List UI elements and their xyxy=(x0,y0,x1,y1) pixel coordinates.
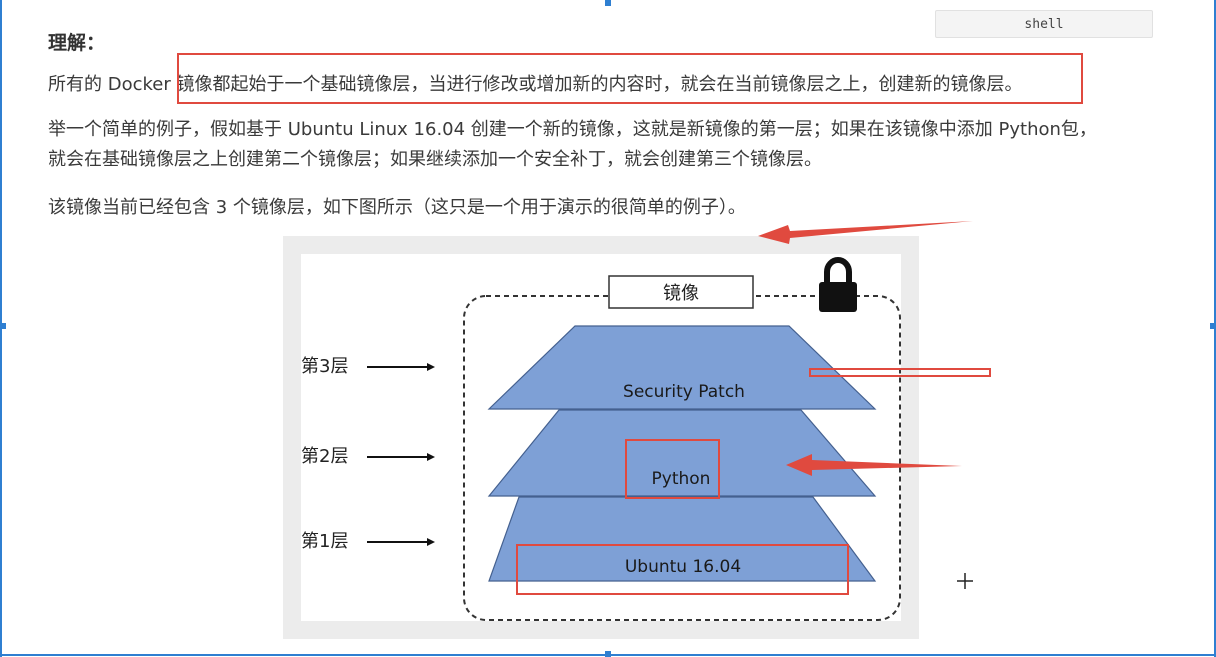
layer-3-arrowhead xyxy=(427,363,435,371)
layer-security-patch xyxy=(487,325,877,410)
crosshair-cursor-icon xyxy=(957,573,973,589)
paragraph-three-layers: 该镜像当前已经包含 3 个镜像层，如下图所示（这只是一个用于演示的很简单的例子）… xyxy=(48,197,746,218)
code-language-text: shell xyxy=(1024,16,1064,32)
resize-handle-left[interactable] xyxy=(0,323,6,329)
text-highlight-box xyxy=(177,53,1083,104)
layer-python-label: Python xyxy=(652,469,711,489)
image-title: 镜像 xyxy=(663,283,699,304)
image-layers-figure: 镜像 Ubuntu 16.04 Python Security Patch 第3… xyxy=(283,236,919,639)
resize-handle-right[interactable] xyxy=(1210,323,1216,329)
paragraph-base-layer: 所有的 Docker 镜像都起始于一个基础镜像层，当进行修改或增加新的内容时，就… xyxy=(48,74,1023,95)
layer-1-label: 第1层 xyxy=(301,531,348,552)
layers-diagram: 镜像 Ubuntu 16.04 Python Security Patch 第3… xyxy=(301,257,901,621)
resize-handle-bottom[interactable] xyxy=(605,651,611,657)
resize-handle-top[interactable] xyxy=(605,0,611,6)
paragraph-example-line-2: 就会在基础镜像层之上创建第二个镜像层；如果继续添加一个安全补丁，就会创建第三个镜… xyxy=(48,149,822,170)
paragraph-example-line-1: 举一个简单的例子，假如基于 Ubuntu Linux 16.04 创建一个新的镜… xyxy=(48,119,1097,140)
layer-2-label: 第2层 xyxy=(301,446,348,467)
image-container-dashed-border xyxy=(463,295,901,621)
lock-icon xyxy=(819,257,857,312)
figure-canvas: 镜像 Ubuntu 16.04 Python Security Patch 第3… xyxy=(301,254,901,621)
layer-ubuntu-label: Ubuntu 16.04 xyxy=(625,557,741,577)
layer-3-label: 第3层 xyxy=(301,356,348,377)
image-title-box xyxy=(608,275,754,309)
layer-2-arrowhead xyxy=(427,453,435,461)
layer-1-arrowhead xyxy=(427,538,435,546)
section-heading: 理解： xyxy=(48,32,106,54)
layer-security-patch-label: Security Patch xyxy=(623,382,745,402)
code-language-label[interactable]: shell xyxy=(935,10,1153,38)
